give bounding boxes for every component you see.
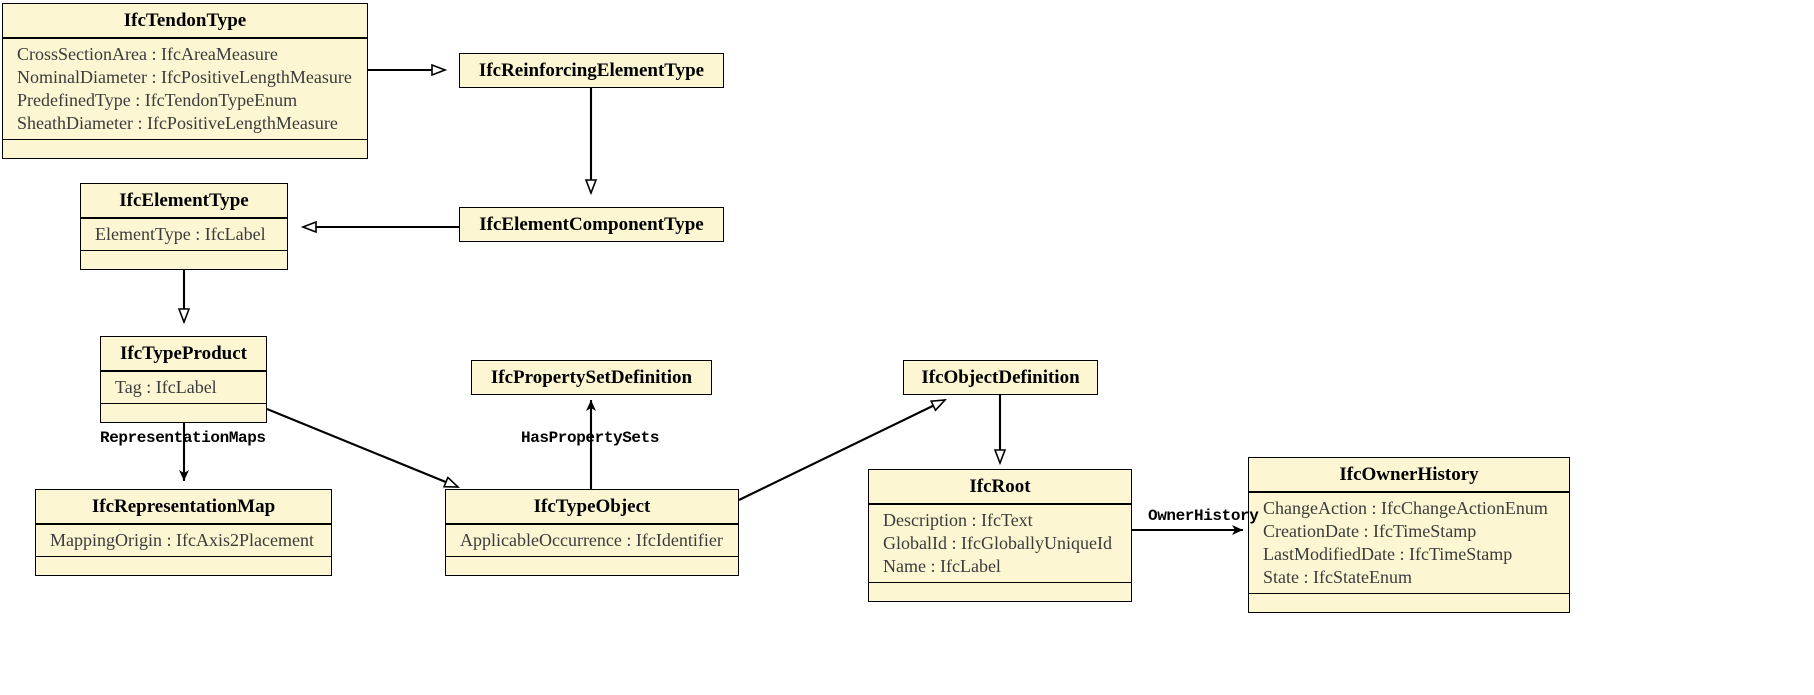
class-ifcreinforcingelementtype[interactable]: IfcReinforcingElementType	[459, 53, 724, 88]
compartment-separator	[36, 555, 331, 558]
operations-compartment	[869, 583, 1131, 601]
class-title: IfcRoot	[969, 476, 1031, 497]
attribute-row: LastModifiedDate : IfcTimeStamp	[1263, 543, 1513, 564]
attribute-row: CrossSectionArea : IfcAreaMeasure	[17, 43, 278, 64]
class-title: IfcElementComponentType	[479, 214, 704, 235]
class-ifctypeobject[interactable]: IfcTypeObject ApplicableOccurrence : Ifc…	[445, 489, 739, 577]
attribute-row: PredefinedType : IfcTendonTypeEnum	[17, 89, 298, 110]
operations-compartment	[446, 557, 738, 575]
attributes-compartment: Description : IfcText GlobalId : IfcGlob…	[869, 505, 1131, 582]
attribute-row: ElementType : IfcLabel	[95, 223, 266, 244]
class-ifcobjectdefinition[interactable]: IfcObjectDefinition	[903, 360, 1098, 395]
compartment-separator	[1249, 491, 1569, 493]
edge-typeproduct-to-typeobject	[266, 408, 458, 488]
class-title: IfcPropertySetDefinition	[490, 367, 693, 388]
compartment-separator	[101, 402, 266, 405]
compartment-separator	[869, 581, 1131, 584]
class-ifctypeproduct[interactable]: IfcTypeProduct Tag : IfcLabel	[100, 336, 267, 424]
class-title: IfcTypeObject	[533, 496, 651, 517]
compartment-separator	[81, 249, 287, 252]
class-title: IfcElementType	[119, 190, 249, 211]
attribute-row: GlobalId : IfcGloballyUniqueId	[883, 532, 1112, 553]
class-ifcelementcomponenttype[interactable]: IfcElementComponentType	[459, 207, 724, 242]
attribute-row: MappingOrigin : IfcAxis2Placement	[50, 529, 314, 550]
class-title: IfcTypeProduct	[119, 343, 247, 364]
compartment-separator	[3, 37, 367, 39]
attribute-row: SheathDiameter : IfcPositiveLengthMeasur…	[17, 112, 338, 133]
edge-label-representation-maps: RepresentationMaps	[100, 429, 266, 447]
compartment-separator	[446, 523, 738, 525]
attribute-row: CreationDate : IfcTimeStamp	[1263, 520, 1477, 541]
compartment-separator	[1249, 592, 1569, 595]
compartment-separator	[446, 555, 738, 558]
class-ifcownerhistory[interactable]: IfcOwnerHistory ChangeAction : IfcChange…	[1248, 457, 1570, 614]
attribute-row: NominalDiameter : IfcPositiveLengthMeasu…	[17, 66, 352, 87]
compartment-separator	[81, 217, 287, 219]
class-title: IfcObjectDefinition	[921, 367, 1080, 388]
compartment-separator	[36, 523, 331, 525]
operations-compartment	[81, 251, 287, 269]
attributes-compartment: ChangeAction : IfcChangeActionEnum Creat…	[1249, 493, 1569, 593]
edge-label-owner-history: OwnerHistory	[1148, 507, 1259, 525]
edge-label-has-property-sets: HasPropertySets	[521, 429, 660, 447]
attribute-row: ApplicableOccurrence : IfcIdentifier	[460, 529, 723, 550]
attribute-row: Name : IfcLabel	[883, 555, 1001, 576]
class-ifcrepresentationmap[interactable]: IfcRepresentationMap MappingOrigin : Ifc…	[35, 489, 332, 577]
class-title: IfcRepresentationMap	[91, 496, 276, 517]
attributes-compartment: ElementType : IfcLabel	[81, 219, 287, 250]
operations-compartment	[3, 140, 367, 158]
class-title: IfcTendonType	[123, 10, 247, 31]
class-title: IfcReinforcingElementType	[478, 60, 705, 81]
operations-compartment	[36, 557, 331, 575]
class-title: IfcOwnerHistory	[1339, 464, 1479, 485]
compartment-separator	[101, 370, 266, 372]
attributes-compartment: MappingOrigin : IfcAxis2Placement	[36, 525, 331, 556]
attributes-compartment: Tag : IfcLabel	[101, 372, 266, 403]
class-ifcpropertysetdefinition[interactable]: IfcPropertySetDefinition	[471, 360, 712, 395]
attribute-row: State : IfcStateEnum	[1263, 566, 1412, 587]
attributes-compartment: CrossSectionArea : IfcAreaMeasure Nomina…	[3, 39, 367, 139]
attribute-row: Description : IfcText	[883, 509, 1033, 530]
attribute-row: ChangeAction : IfcChangeActionEnum	[1263, 497, 1548, 518]
class-ifcelementtype[interactable]: IfcElementType ElementType : IfcLabel	[80, 183, 288, 271]
class-ifctendontype[interactable]: IfcTendonType CrossSectionArea : IfcArea…	[2, 3, 368, 160]
compartment-separator	[3, 138, 367, 141]
attributes-compartment: ApplicableOccurrence : IfcIdentifier	[446, 525, 738, 556]
compartment-separator	[869, 503, 1131, 505]
attribute-row: Tag : IfcLabel	[115, 376, 217, 397]
operations-compartment	[1249, 594, 1569, 612]
operations-compartment	[101, 404, 266, 422]
class-ifcroot[interactable]: IfcRoot Description : IfcText GlobalId :…	[868, 469, 1132, 603]
